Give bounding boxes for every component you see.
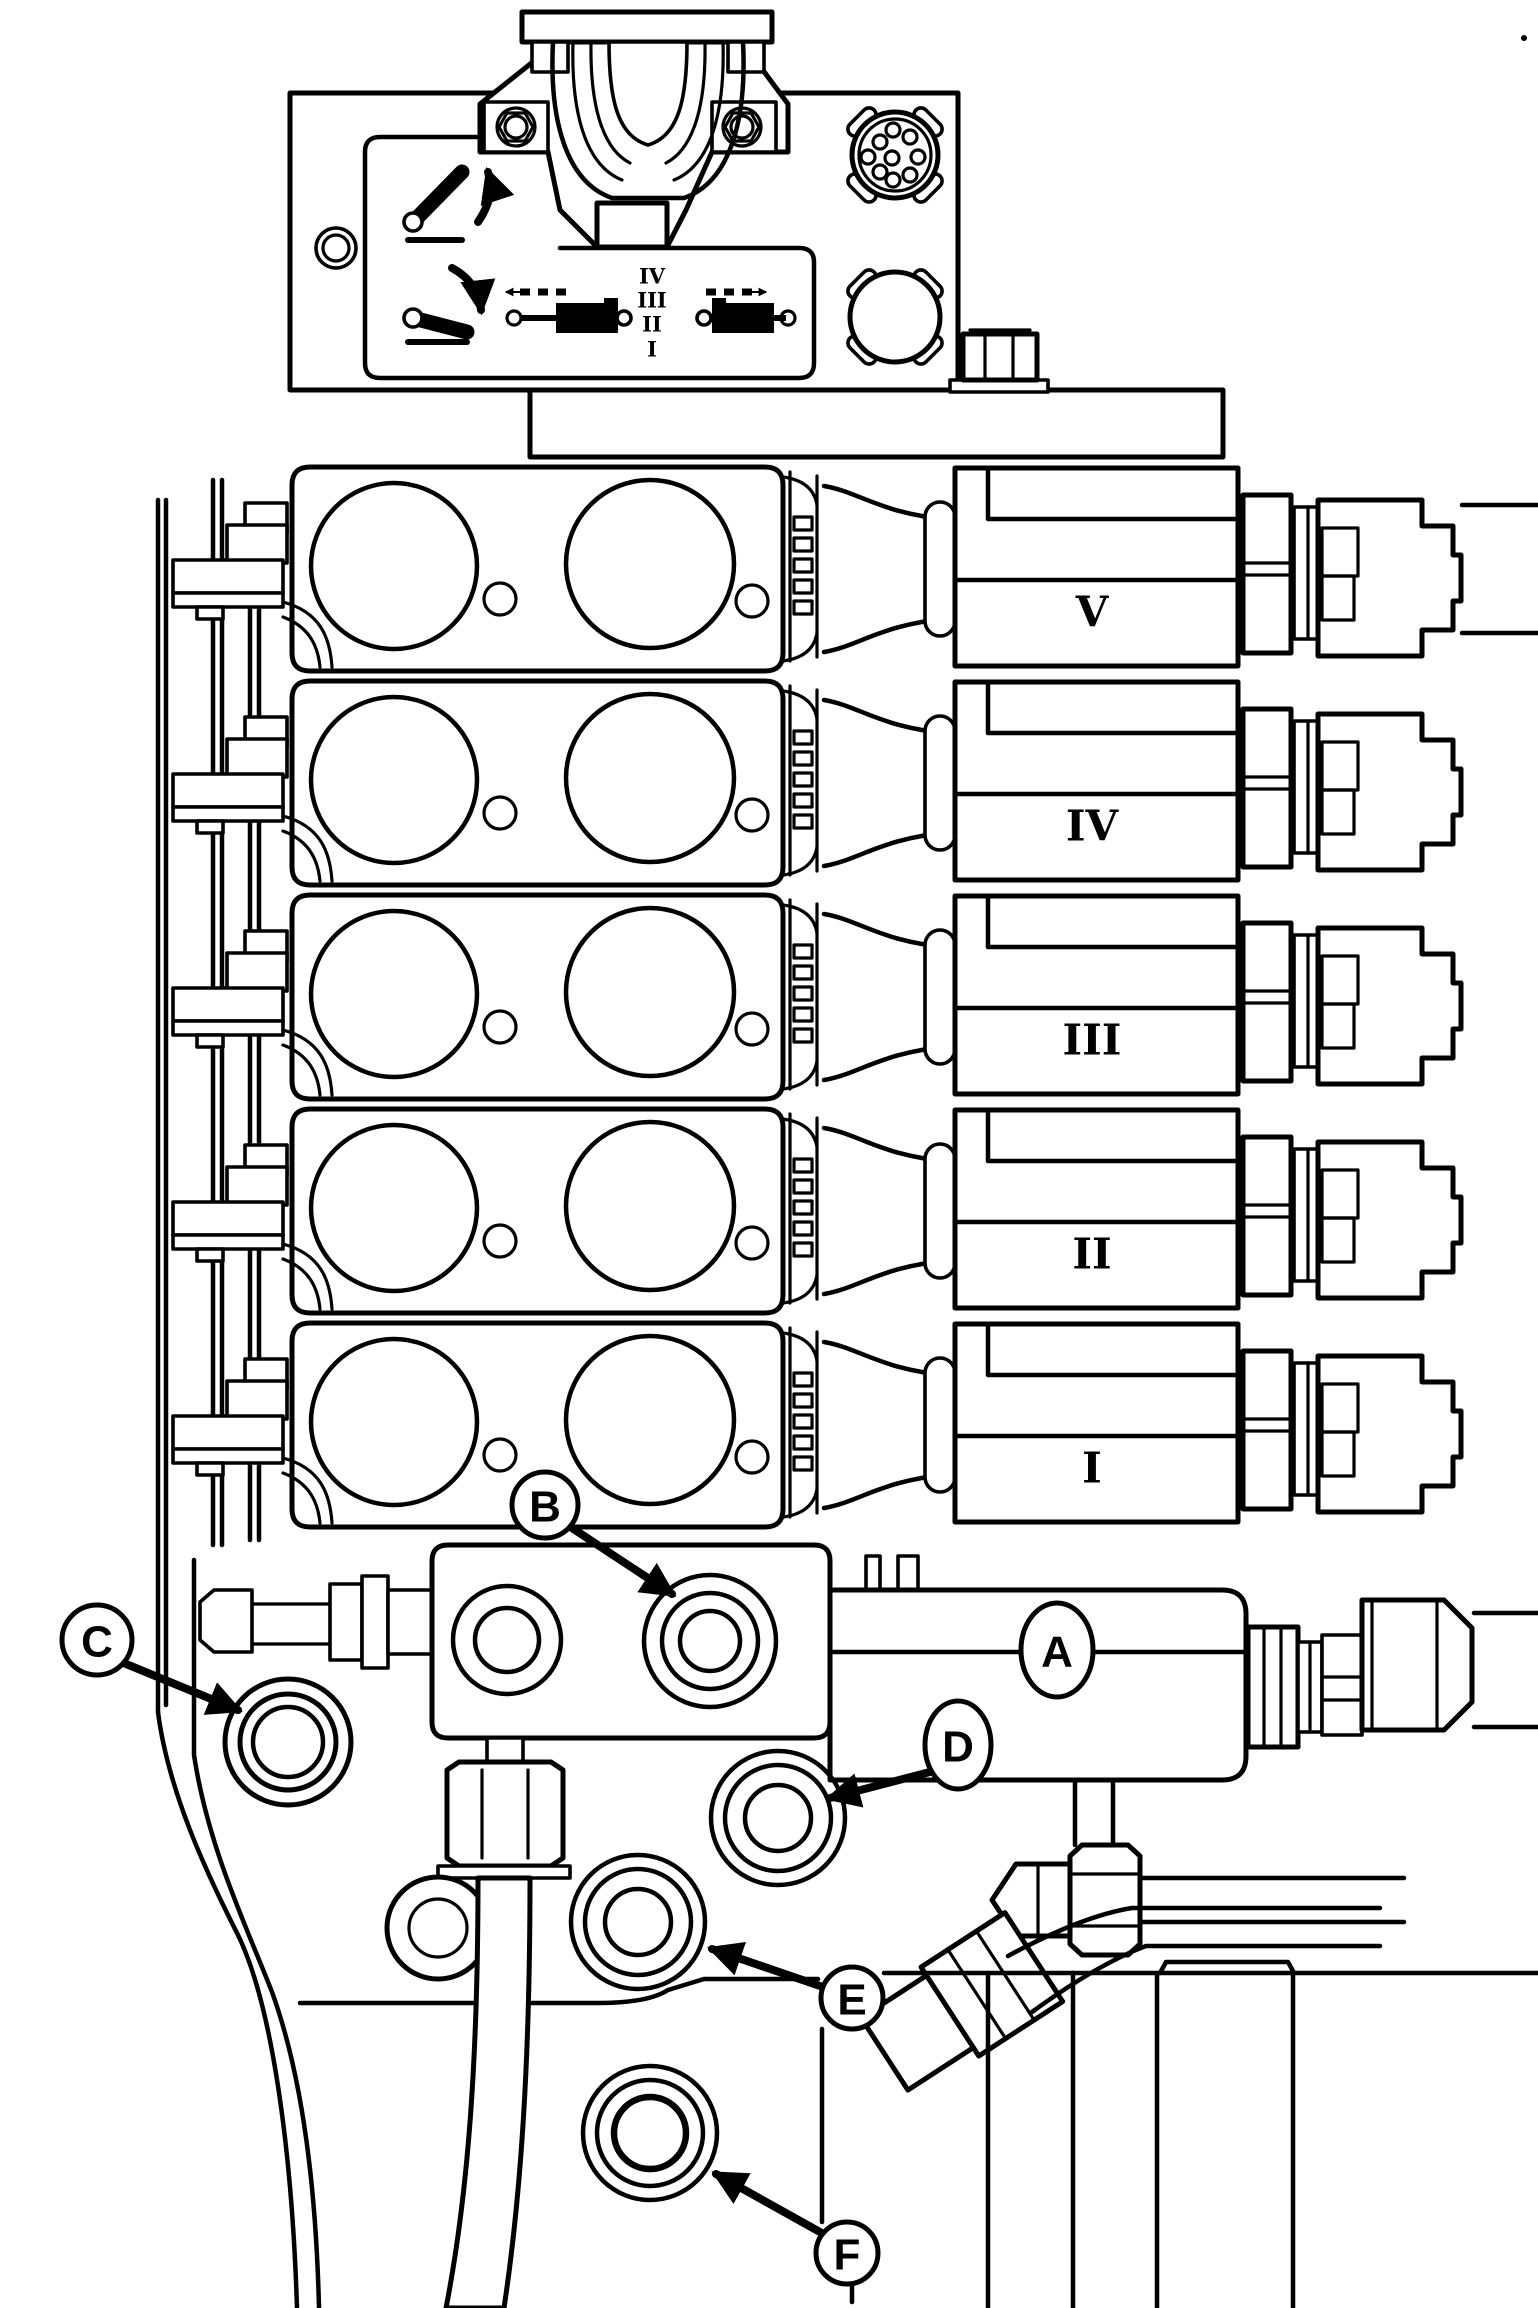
- decal-roman-iv: IV: [639, 264, 666, 289]
- section-label-i: I: [1082, 1444, 1102, 1493]
- pilot-block: [429, 1542, 833, 1741]
- port-b: [641, 1572, 779, 1710]
- block-a-fittings: [1245, 1597, 1475, 1750]
- elbow-fitting: [858, 1905, 1383, 2093]
- section-label-iv: IV: [1066, 802, 1120, 851]
- hose-eye: [384, 1874, 492, 1982]
- top-assembly: IV III II I: [287, 9, 1226, 460]
- callout-a-label: A: [1041, 1628, 1073, 1677]
- callout-e: E: [707, 1942, 886, 2225]
- cylinder-retract-icon: [505, 298, 633, 333]
- decal-roman-iii: III: [637, 288, 666, 313]
- valve-section-ii: [292, 1109, 1461, 1313]
- callout-e-label: E: [837, 1976, 866, 2025]
- valve-section-v: [292, 467, 1461, 671]
- bolt-head-icon: [198, 1588, 254, 1654]
- port-f: [580, 2063, 720, 2203]
- callout-f: F: [711, 2170, 881, 2305]
- decal-roman-column: IV III II I: [637, 264, 666, 362]
- left-piping: [155, 477, 262, 1715]
- callout-b: B: [509, 1469, 677, 1598]
- bottom-manifold: [155, 1542, 1538, 2308]
- lever-down-icon: [402, 264, 496, 345]
- port-c-boss: [198, 1574, 434, 1808]
- hose-tube: [443, 1875, 533, 2308]
- callouts: A B C D E F: [59, 1469, 1096, 2305]
- valve-section-i: [292, 1323, 1461, 1527]
- decal-plate: [362, 134, 817, 381]
- decal-roman-i: I: [647, 337, 657, 362]
- callout-b-label: B: [529, 1483, 561, 1532]
- valve-section-iv: [292, 681, 1461, 885]
- callout-c: C: [59, 1602, 243, 1715]
- deck-edge: [529, 1959, 1538, 2308]
- hose-union: [384, 1736, 572, 2308]
- valve-top-bar: [527, 387, 1226, 460]
- callout-f-label: F: [834, 2231, 861, 2280]
- bracket-foot: [594, 200, 670, 250]
- section-label-ii: II: [1072, 1230, 1111, 1279]
- print-dot: [1521, 35, 1527, 41]
- section-label-iii: III: [1063, 1016, 1122, 1065]
- section-label-v: V: [1075, 588, 1110, 637]
- cylinder-extend-icon: [695, 298, 797, 333]
- background-frame-lines: [1459, 35, 1538, 1730]
- valve-stack: V IV III II I: [171, 467, 1461, 1527]
- mounting-nut-icon: [948, 328, 1050, 394]
- port-e: [568, 1852, 708, 1992]
- washer-hole-icon: [314, 226, 358, 270]
- mounting-bracket: [477, 9, 791, 250]
- machine-leg: [155, 1557, 479, 2308]
- callout-c-label: C: [81, 1618, 113, 1667]
- decal-roman-ii: II: [642, 312, 662, 337]
- bolt-hex-left-icon: [497, 111, 535, 143]
- right-union-piping: [989, 1777, 1407, 1958]
- valve-section-iii: [292, 895, 1461, 1099]
- callout-d-label: D: [942, 1723, 974, 1772]
- callout-a: A: [1018, 1600, 1096, 1700]
- port-d: [708, 1748, 848, 1888]
- round-connector-9pin-icon: [846, 106, 944, 204]
- lever-up-icon: [402, 164, 515, 243]
- callout-d: D: [824, 1698, 994, 1808]
- section-labels: V IV III II I: [1063, 588, 1122, 1493]
- round-connector-socket-icon: [846, 268, 944, 366]
